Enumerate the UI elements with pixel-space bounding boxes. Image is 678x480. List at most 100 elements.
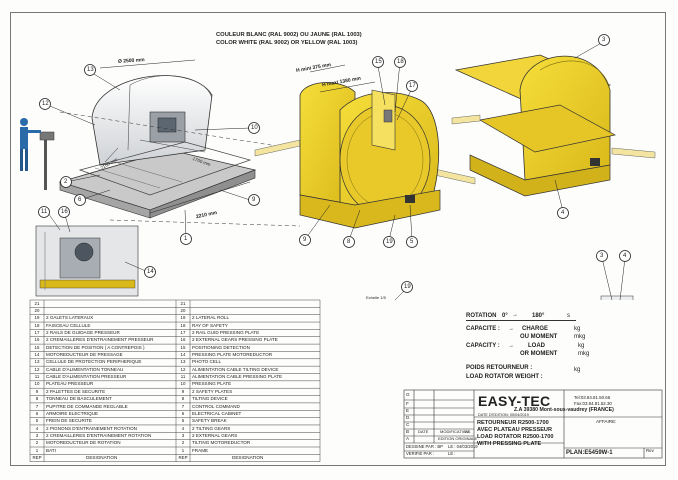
rev-c: C bbox=[406, 422, 410, 427]
bom-designation-fr: 2 PALETTES DE SECURITE bbox=[46, 388, 106, 394]
color-note-en: COLOR WHITE (RAL 9002) OR YELLOW (RAL 10… bbox=[216, 40, 358, 46]
callout-9-left: 9 bbox=[252, 197, 256, 203]
bom-ref-right: 8 bbox=[181, 396, 185, 402]
callout-18: 18 bbox=[397, 59, 404, 65]
bom-ref-right: 10 bbox=[180, 381, 186, 387]
plan-number: PLAN:E5459W-1 bbox=[566, 450, 613, 456]
bom-ref-right: 20 bbox=[180, 307, 186, 313]
callout-10: 10 bbox=[251, 125, 258, 131]
bom-ref-right: 18 bbox=[180, 322, 186, 328]
bom-designation-en: SAFETY BREAK bbox=[192, 418, 227, 424]
bom-designation-fr: ARMOIRE ELECTRIQUE bbox=[46, 410, 99, 416]
bom-designation-fr: 2 PIGNONS D'ENTRAINEMENT ROTATION bbox=[46, 425, 137, 431]
bom-ref-left: 5 bbox=[35, 418, 39, 424]
bom-ref-left: 9 bbox=[35, 388, 39, 394]
callout-15: 15 bbox=[375, 59, 382, 65]
rev-g: G bbox=[406, 392, 410, 397]
capacity-arrow-icon: → bbox=[508, 343, 514, 349]
callout-3-detail: 3 bbox=[600, 253, 604, 259]
bom-ref-left: 12 bbox=[34, 366, 40, 372]
bom-designation-en: POSITIONING DETECTION bbox=[192, 344, 250, 350]
bom-designation-en: 2 RAIL GUID PRESSING PLATE bbox=[192, 330, 260, 335]
drawn-date: LE : 04/03/2019 bbox=[448, 444, 478, 449]
bom-designation-en: FRAME bbox=[192, 447, 209, 453]
rev-f: F bbox=[406, 401, 409, 406]
detail-scale-label: Echelle 1/5 bbox=[366, 295, 386, 300]
bom-designation-fr: MOTOREDUCTEUR DE PRESSAGE bbox=[46, 352, 123, 358]
bom-ref-left: 15 bbox=[34, 344, 40, 350]
callout-5: 5 bbox=[410, 239, 414, 245]
bom-designation-en: ALIMENTATION CABLE PRESSING PLATE bbox=[192, 374, 283, 380]
bom-ref-right: 9 bbox=[181, 388, 185, 394]
right-platform bbox=[479, 104, 616, 153]
rotation-arrow-icon: → bbox=[512, 312, 518, 318]
bom-designation-fr: FAISCEAU CELLULE bbox=[46, 322, 91, 328]
ou-moment-label: OU MOMENT bbox=[520, 334, 558, 340]
bom-designation-en: TILTING DEVICE bbox=[192, 396, 228, 402]
bom-designation-en: PRESSING PLATE bbox=[192, 381, 232, 387]
checked-date: LE : bbox=[448, 451, 456, 456]
rotation-from: 0° bbox=[502, 313, 508, 319]
title-line-4: WITH PRESSING PLATE bbox=[477, 441, 542, 447]
affaire-label: AFFAIRE: bbox=[596, 419, 617, 424]
rev-label: Rev bbox=[646, 448, 654, 453]
bom-ref-right: 11 bbox=[180, 374, 186, 380]
title-line-1: RETOURNEUR R2500-1700 bbox=[477, 420, 549, 426]
callout-6: 6 bbox=[78, 197, 82, 203]
bom-designation-en: PRESSING PLATE MOTOREDUCTOR bbox=[192, 352, 273, 358]
bom-designation-en: 2 SAFETY PLATES bbox=[192, 388, 233, 394]
bom-ref-right: 4 bbox=[181, 425, 185, 431]
bom-ref-right: 5 bbox=[181, 418, 185, 424]
bom-ref-left: 3 bbox=[35, 432, 39, 438]
title-line-3: LOAD ROTATOR R2500-1700 bbox=[477, 434, 554, 440]
capacity-label: CAPACITY : bbox=[466, 343, 500, 349]
bom-designation-fr: PUPITRE DE COMMANDE REGLABLE bbox=[46, 403, 128, 409]
weight-label: LOAD ROTATOR WEIGHT : bbox=[466, 374, 543, 380]
callout-12: 12 bbox=[42, 101, 49, 107]
bom-designation-en: ALIMENTATION CABLE TILTING DEVICE bbox=[192, 366, 279, 372]
bom-ref-right: 21 bbox=[180, 300, 186, 306]
bom-ref-right: 15 bbox=[180, 344, 186, 350]
bom-header-ref-r: REP bbox=[178, 454, 188, 460]
capacite-label: CAPACITE : bbox=[466, 326, 500, 332]
bom-ref-right: 3 bbox=[181, 432, 185, 438]
operator-figure bbox=[20, 118, 41, 171]
bom-ref-right: 16 bbox=[180, 337, 186, 343]
detail-inset-left bbox=[35, 225, 139, 297]
bom-designation-fr: BATI bbox=[46, 447, 56, 453]
bom-ref-left: 10 bbox=[34, 381, 40, 387]
bom-designation-fr: MOTOREDUCTEUR DE ROTATION bbox=[46, 440, 121, 446]
pressing-mechanism bbox=[149, 111, 186, 143]
edition-originale: EDITION ORIGINALE bbox=[438, 436, 478, 441]
ou-moment-unit: mkg bbox=[574, 334, 586, 340]
bom-designation-en: RAY OF SAFETY bbox=[192, 322, 228, 328]
callout-3-top: 3 bbox=[602, 37, 606, 43]
callout-14: 14 bbox=[147, 269, 154, 275]
bom-ref-left: 1 bbox=[35, 447, 39, 453]
drawing-frame bbox=[10, 12, 666, 466]
bom-ref-left: 2 bbox=[35, 440, 39, 446]
bom-designation-en: 2 LATERAL ROLL bbox=[192, 315, 230, 321]
bom-designation-en: CONTROL COMMAND bbox=[192, 403, 240, 409]
bom-ref-right: 12 bbox=[180, 366, 186, 372]
callout-2: 2 bbox=[64, 179, 68, 185]
callout-19-detail: 19 bbox=[404, 284, 411, 290]
or-moment-label: OR MOMENT bbox=[520, 351, 558, 357]
rotation-to: 180° bbox=[532, 313, 545, 319]
bom-ref-left: 8 bbox=[35, 396, 39, 402]
charge-label: CHARGE bbox=[522, 326, 549, 332]
bom-header-designation-r: DESIGNATION bbox=[232, 454, 264, 460]
vis-column: VIS bbox=[464, 429, 471, 434]
poids-label: POIDS RETOURNEUR : bbox=[466, 365, 533, 371]
right-machine-view bbox=[451, 54, 656, 197]
bom-ref-left: 4 bbox=[35, 425, 39, 431]
callout-16: 16 bbox=[61, 209, 68, 215]
callout-4-detail: 4 bbox=[623, 253, 627, 259]
callout-9-mid: 9 bbox=[303, 237, 307, 243]
bom-designation-fr: 2 CREMAILLERES D'ENTRAINEMENT PRESSEUR bbox=[46, 337, 154, 343]
company-tel: Tel:03.84.81.50.66 bbox=[574, 395, 611, 400]
bom-ref-right: 19 bbox=[180, 315, 186, 321]
